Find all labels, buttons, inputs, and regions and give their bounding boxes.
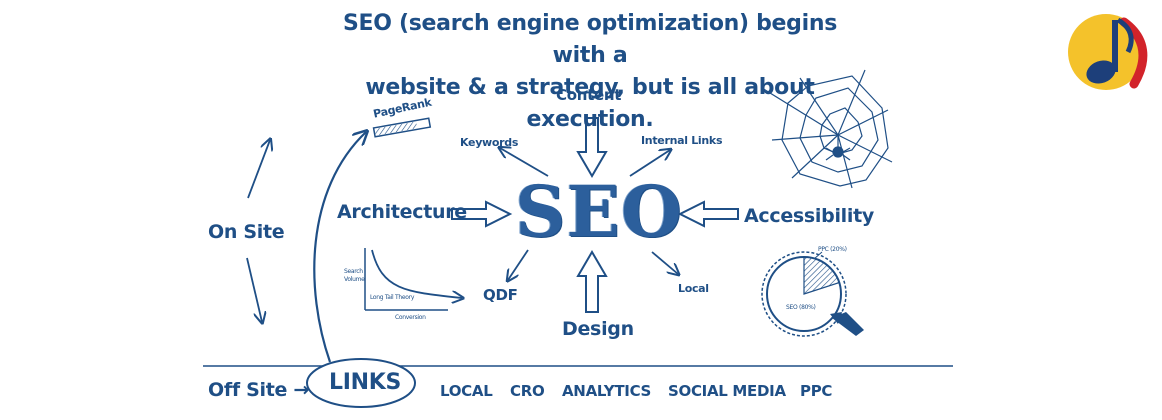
bottom-item-ppc: PPC [800,382,833,400]
off-site-label: Off Site → [208,379,309,401]
long-tail-graph [364,248,462,311]
bottom-item-cro: CRO [510,382,545,400]
spoke-qdf: QDF [483,286,518,304]
spoke-accessibility: Accessibility [744,205,874,227]
spoke-keywords: Keywords [460,136,519,149]
seo-center-label: SEO [515,170,683,253]
spoke-design: Design [562,318,634,340]
links-ellipse [306,358,416,408]
long-tail-curve [371,249,462,298]
keywords-arrow [500,148,549,177]
design-hollow-arrow [576,250,608,313]
pie-ppc-label: PPC (20%) [818,246,847,253]
headline-line-2: website & a strategy, but is all about e… [365,75,815,132]
accessibility-hollow-arrow [677,200,739,228]
spoke-internal-links: Internal Links [641,134,723,147]
on-site-up-arrow [247,140,270,199]
headline-line-1: SEO (search engine optimization) begins … [342,11,838,68]
pie-slice-ppc [803,256,840,295]
spoke-architecture: Architecture [337,201,467,223]
graph-ylabel-1: Search [344,268,363,275]
headline: SEO (search engine optimization) begins … [330,8,850,136]
links-to-pagerank-arrow [313,132,366,363]
architecture-hollow-arrow [451,200,513,228]
magnifier-icon [761,251,864,337]
local-arrow [651,251,678,274]
graph-curve-label: Long Tail Theory [370,294,415,301]
on-site-label: On Site [208,221,285,243]
ppc-leader [813,251,823,260]
bottom-item-social-media: SOCIAL MEDIA [668,382,786,400]
internal-links-arrow [629,150,670,177]
graph-xlabel: Conversion [395,314,426,321]
spoke-content: Content [556,86,622,104]
content-hollow-arrow [576,117,608,178]
bottom-item-local: LOCAL [440,382,493,400]
pie-seo-label: SEO (80%) [786,304,816,311]
on-site-down-arrow [246,257,262,322]
pagerank-bar [372,117,432,138]
qdf-arrow [508,249,529,280]
graph-ylabel-2: Volume [344,276,365,283]
pie-chart [766,251,842,332]
links-label: LINKS [329,370,402,395]
music-note-logo [1068,14,1148,90]
bottom-item-analytics: ANALYTICS [562,382,652,400]
spoke-local: Local [678,282,709,295]
spider-web-icon [761,69,893,189]
